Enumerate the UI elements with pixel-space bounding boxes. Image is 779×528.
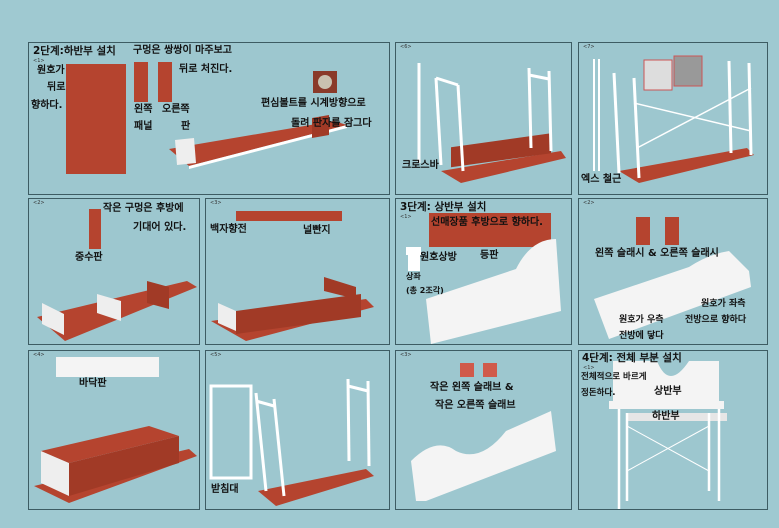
note-holes-2: 뒤로 처진다. (179, 64, 233, 75)
step4-panel-1: <1> 4단계: 전체 부분 설치 전체적으로 바르게 정돈하다. 상반부 하반… (578, 350, 768, 510)
right-panel-label-2: 판 (181, 121, 191, 132)
upper-label: 상반부 (654, 386, 682, 397)
panel-tag: <7> (583, 44, 595, 50)
note-bolt: 편심볼트를 시계방향으로 (261, 98, 366, 109)
back-board-label: 등판 (480, 250, 499, 261)
note-holes: 구멍은 쌍쌍이 마주보고 (133, 45, 232, 56)
panel-5-stand: <5> 받침대 (205, 350, 390, 510)
note-left: 원호가 좌측 (701, 299, 746, 309)
right-panel-label: 오른쪽 (162, 104, 190, 115)
step3-panel-2: <2> 왼쪽 슬래시 & 오른쪽 슬래시 원호가 좌측 전방으로 향하다 원호가… (578, 198, 768, 345)
board-diagram (34, 357, 197, 503)
step2-panel-1: <1> 2단계:하반부 설치 원호가 뒤로 향하다. 구멍은 쌍쌍이 마주보고 … (28, 42, 390, 195)
panel-7-x-rods: <7> 엑스 철근 (578, 42, 768, 195)
slab-label: 작은 왼쪽 슬래브 & (430, 382, 514, 393)
step-title: 3단계: 상반부 설치 (400, 201, 487, 213)
note-2: 기대어 있다. (133, 222, 187, 233)
note-line: 뒤로 (47, 82, 66, 93)
note-left-2: 전방으로 향하다 (685, 315, 747, 325)
note-bolt-2: 돌려 판자를 잠그다 (291, 118, 372, 129)
note-line: 원호가 (37, 65, 65, 76)
slab-label-2: 작은 오른쪽 슬래브 (435, 400, 516, 411)
frame-x-diagram (593, 55, 754, 183)
plank-label: 널빤지 (303, 225, 331, 236)
step-title: 4단계: 전체 부분 설치 (582, 352, 682, 364)
note-line: 향하다. (31, 100, 63, 111)
frame-diagram (417, 63, 566, 183)
step3-panel-3: <3> 작은 왼쪽 슬래브 & 작은 오른쪽 슬래브 (395, 350, 572, 510)
board-diagram (66, 62, 347, 174)
board-diagram (37, 209, 197, 341)
middle-board-label: 중수판 (75, 252, 103, 263)
stand-diagram (209, 378, 374, 506)
slash-label: 왼쪽 슬래시 & 오른쪽 슬래시 (595, 248, 719, 259)
panel-tag: <1> (583, 365, 595, 371)
step3-panel-1: <1> 3단계: 상반부 설치 선매장품 후방으로 향하다. 원호상방 등판 상… (395, 198, 572, 345)
slash-diagram (594, 217, 751, 339)
panel-4-bottom-board: <4> 바닥판 (28, 350, 200, 510)
panel-tag: <1> (33, 58, 45, 64)
step-title: 2단계:하반부 설치 (33, 45, 116, 57)
panel-6-crossbar: <6> 크로스바 (395, 42, 572, 195)
panel-tag: <3> (400, 352, 412, 358)
stand-label: 받침대 (211, 484, 239, 495)
top-label: 상좌 (406, 272, 421, 281)
bottom-board-label: 바닥판 (79, 378, 107, 389)
panel-tag: <2> (583, 200, 595, 206)
slab-diagram (411, 363, 556, 501)
note-2: 정돈하다. (581, 388, 616, 398)
panel-tag: <1> (400, 214, 412, 220)
panel-tag: <5> (210, 352, 222, 358)
back-board-diagram (406, 213, 561, 344)
note: 선매장품 후방으로 향하다. (431, 217, 543, 228)
panel-3-board: <3> 백자향전 널빤지 (205, 198, 390, 345)
crossbar-label: 크로스바 (402, 160, 439, 171)
note-right: 원호가 우측 (619, 315, 664, 325)
lower-label: 하반부 (652, 411, 680, 422)
left-panel-label: 왼쪽 (134, 104, 153, 115)
panel-tag: <6> (400, 44, 412, 50)
count-label: (총 2조각) (406, 286, 444, 295)
note-right-2: 전방에 닿다 (619, 331, 664, 341)
panel-tag: <4> (33, 352, 45, 358)
x-rod-label: 엑스 철근 (581, 174, 622, 185)
panel-2-middle-board: <2> 작은 구멍은 후방에 기대어 있다. 중수판 (28, 198, 200, 345)
label-left: 백자향전 (210, 224, 247, 235)
note: 전체적으로 바르게 (581, 372, 647, 382)
note: 작은 구멍은 후방에 (103, 203, 184, 214)
panel-tag: <3> (210, 200, 222, 206)
arc-up-label: 원호상방 (420, 252, 457, 263)
board-diagram (211, 211, 374, 341)
left-panel-label-2: 패널 (134, 121, 153, 132)
desk-diagram (609, 361, 727, 509)
panel-tag: <2> (33, 200, 45, 206)
